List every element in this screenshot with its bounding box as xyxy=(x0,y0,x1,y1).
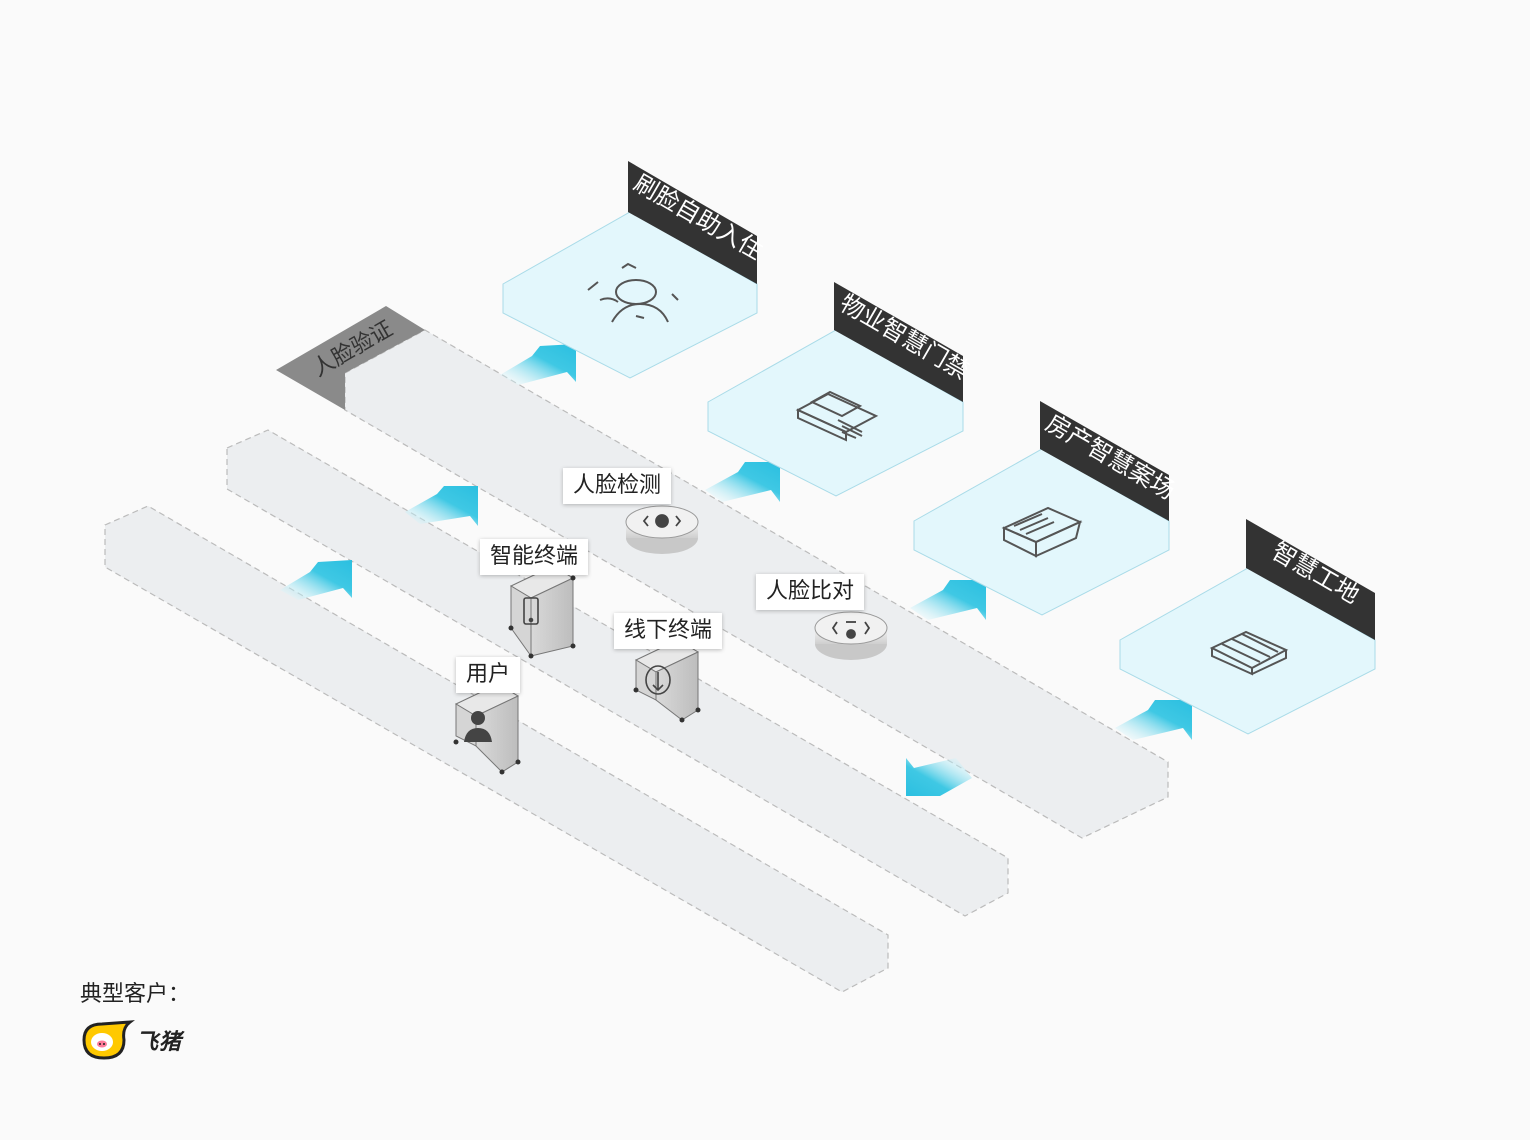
arrow-scenario2 xyxy=(705,462,780,502)
label-offline-terminal: 线下终端 xyxy=(614,613,723,649)
arrow-lane1 xyxy=(280,560,352,600)
arrow-return xyxy=(906,758,972,796)
bricks-icon xyxy=(1209,630,1289,676)
arrow-lane2 xyxy=(405,486,478,526)
arrow-scenario4 xyxy=(1115,700,1192,740)
arrow-scenario3 xyxy=(910,580,986,620)
face-compare-icon xyxy=(831,621,871,639)
label-user: 用户 xyxy=(456,657,521,693)
door-access-icon xyxy=(795,390,879,442)
face-compare-node xyxy=(814,611,888,660)
offline-terminal-node xyxy=(633,639,701,723)
user-icon xyxy=(464,711,492,742)
property-icon xyxy=(1001,506,1083,558)
face-scan-icon xyxy=(587,262,679,323)
label-smart-terminal: 智能终端 xyxy=(480,539,589,575)
customers-title: 典型客户： xyxy=(80,982,191,1007)
fliggy-logo-text: 飞猪 xyxy=(136,1030,183,1055)
face-detect-node xyxy=(625,505,699,554)
scenario-card-1: 刷脸自助入住 xyxy=(502,161,767,379)
face-detect-icon xyxy=(642,514,682,528)
label-face-detect: 人脸检测 xyxy=(563,468,672,504)
label-face-compare: 人脸比对 xyxy=(756,574,865,610)
fliggy-logo xyxy=(82,1020,135,1060)
phone-icon xyxy=(523,597,539,625)
lane-terminal xyxy=(226,429,1009,917)
arrow-scenario1 xyxy=(500,344,576,385)
download-icon xyxy=(645,665,671,695)
